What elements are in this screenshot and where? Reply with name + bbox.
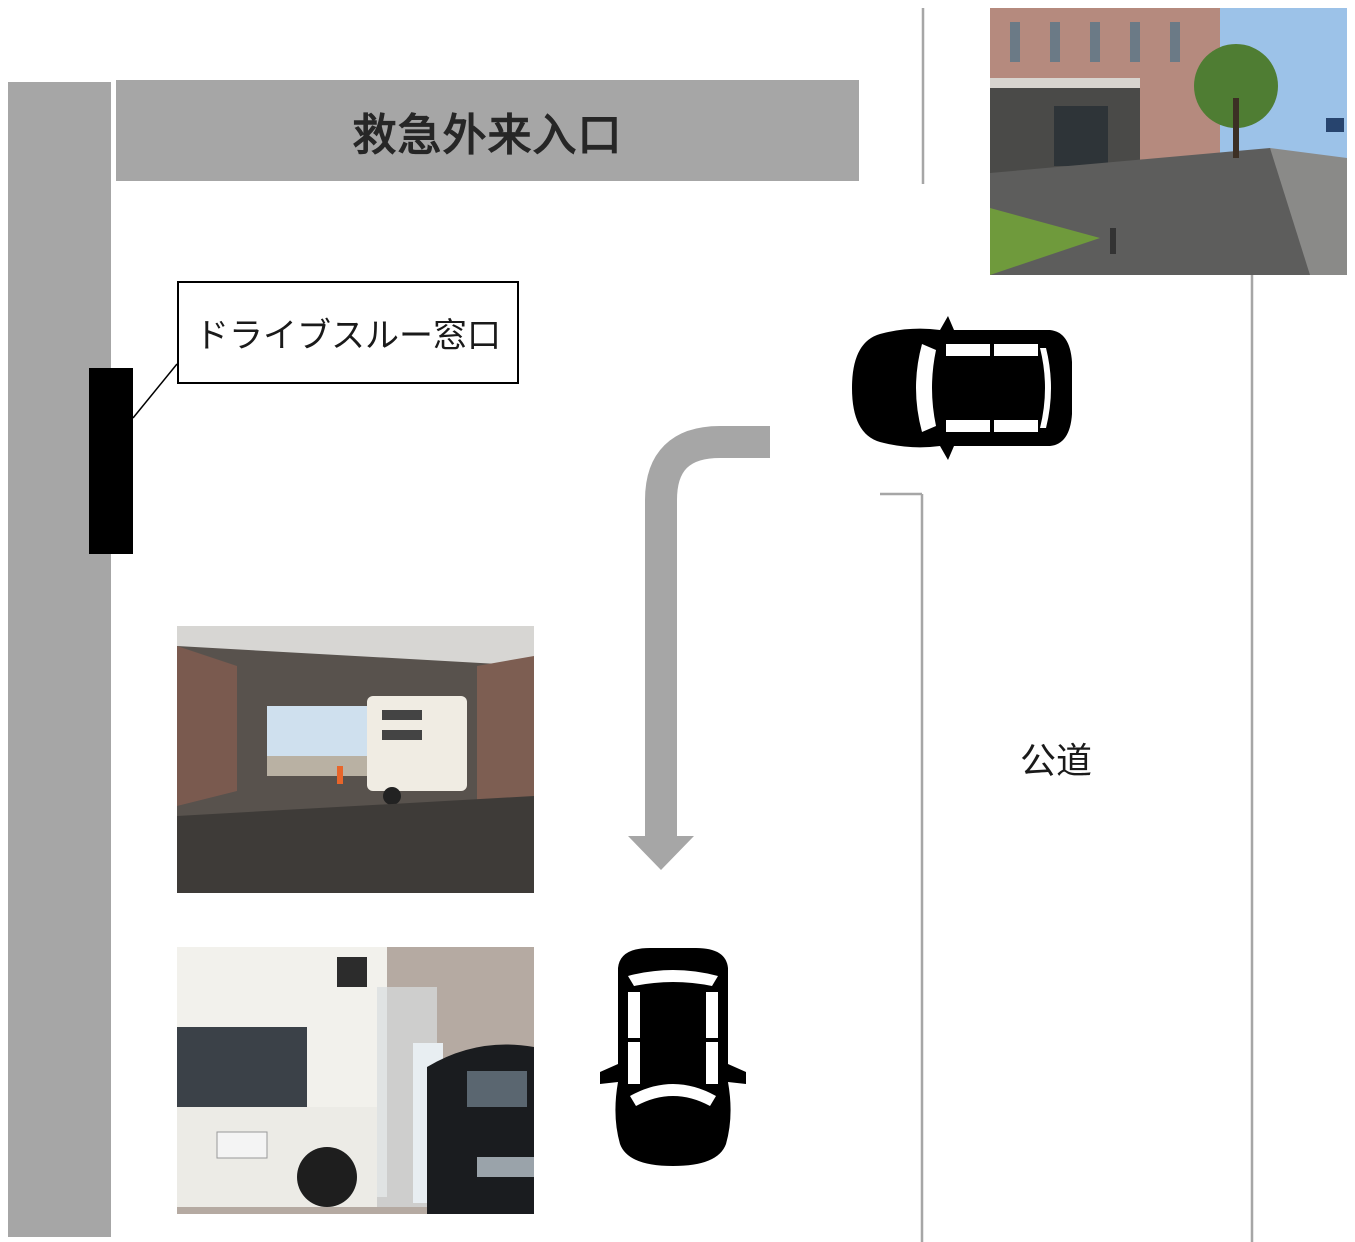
garage-with-camper-photo [177,626,534,893]
route-arrow-head [628,836,694,870]
emergency-entrance-label: 救急外来入口 [116,80,859,181]
route-arrow-icon [645,426,770,840]
entrance-text: 救急外来入口 [352,109,623,161]
car-top-view-icon [600,948,746,1166]
callout-text: ドライブスルー窓口 [195,316,501,356]
drive-through-window-marker [89,368,133,554]
entrance-exterior-photo [990,8,1347,275]
callout-leader-line [132,363,178,419]
public-road-label: 公道 [1020,741,1093,782]
car-top-view-icon [852,316,1072,460]
drive-through-window-callout: ドライブスルー窓口 [177,281,519,384]
camper-and-car-testing-photo [177,947,534,1214]
building-wall [8,82,111,1237]
